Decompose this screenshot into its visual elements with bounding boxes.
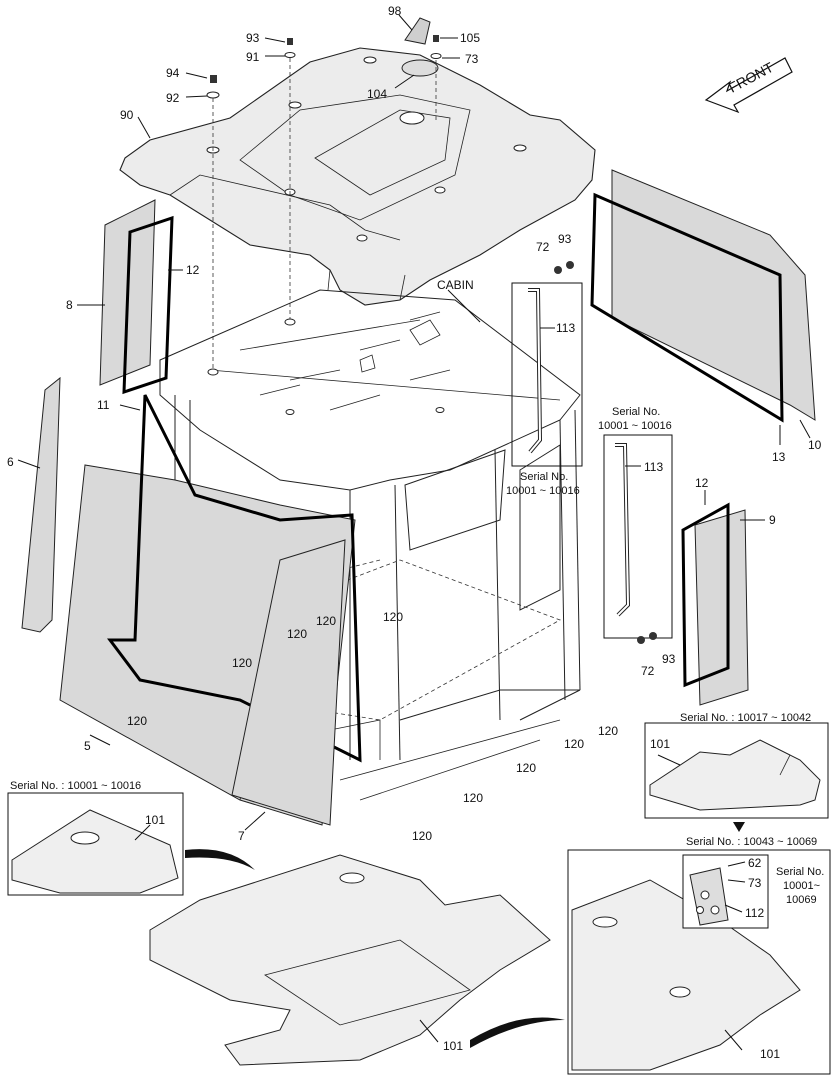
label-101b: 101	[145, 813, 165, 827]
label-101c: 101	[443, 1039, 463, 1053]
label-93c: 93	[662, 652, 676, 666]
label-112: 112	[745, 906, 764, 920]
label-72b: 72	[641, 664, 655, 678]
serial-bracket-1: Serial No.	[776, 866, 824, 878]
lower-windshield	[231, 539, 346, 826]
label-72a: 72	[536, 240, 550, 254]
door-glass	[681, 502, 749, 706]
front-arrow: FRONT	[704, 57, 793, 114]
label-120a: 120	[287, 627, 307, 641]
label-120j: 120	[412, 829, 432, 843]
roof-bolts	[206, 35, 442, 370]
antenna-mount	[401, 17, 439, 77]
label-98: 98	[388, 4, 402, 18]
label-8: 8	[66, 298, 73, 312]
label-73b: 73	[748, 876, 762, 890]
inset-floor-10043	[567, 849, 831, 1075]
label-90: 90	[120, 108, 134, 122]
serial-handrail-left-1: Serial No.	[520, 471, 568, 483]
label-120h: 120	[516, 761, 536, 775]
serial-bracket-3: 10069	[786, 894, 817, 906]
label-120i: 120	[463, 791, 483, 805]
callout-arrow-left	[185, 849, 255, 870]
label-101d: 101	[760, 1047, 780, 1061]
serial-handrail-left-2: 10001 ~ 10016	[506, 485, 580, 497]
label-cabin: CABIN	[437, 278, 474, 292]
narrow-glass	[21, 376, 61, 633]
serial-handrail-right-2: 10001 ~ 10016	[598, 420, 672, 432]
label-94: 94	[166, 66, 180, 80]
label-105: 105	[460, 31, 480, 45]
label-9: 9	[769, 513, 776, 527]
label-93b: 93	[558, 232, 572, 246]
label-120g: 120	[564, 737, 584, 751]
label-73a: 73	[465, 52, 479, 66]
bolt-93b	[566, 261, 574, 269]
serial-inset-top-right: Serial No. : 10017 ~ 10042	[680, 712, 811, 724]
label-91: 91	[246, 50, 260, 64]
label-62: 62	[748, 856, 762, 870]
inset-floor-10017	[644, 722, 829, 832]
label-113a: 113	[556, 321, 575, 335]
label-5: 5	[84, 739, 91, 753]
rear-glass	[590, 169, 816, 423]
label-120e: 120	[127, 714, 147, 728]
label-7: 7	[238, 829, 245, 843]
leader-lines	[17, 14, 811, 1051]
left-side-glass	[99, 199, 174, 395]
label-120b: 120	[316, 614, 336, 628]
serial-inset-bottom-right: Serial No. : 10043 ~ 10069	[686, 836, 817, 848]
label-13: 13	[772, 450, 786, 464]
label-12a: 12	[186, 263, 200, 277]
label-12b: 12	[695, 476, 709, 490]
bolt-93c	[649, 632, 657, 640]
label-11: 11	[97, 398, 110, 412]
label-6: 6	[7, 455, 14, 469]
bolt-72b	[637, 636, 645, 644]
label-113b: 113	[644, 460, 663, 474]
label-120f: 120	[598, 724, 618, 738]
handrail-left	[511, 282, 583, 467]
inset-floor-10001	[7, 792, 184, 896]
label-120c: 120	[383, 610, 403, 624]
label-93a: 93	[246, 31, 260, 45]
serial-handrail-right-1: Serial No.	[612, 406, 660, 418]
serial-bracket-2: 10001~	[783, 880, 820, 892]
label-104: 104	[367, 87, 387, 101]
label-92: 92	[166, 91, 180, 105]
handrail-right	[603, 434, 673, 639]
serial-inset-left: Serial No. : 10001 ~ 10016	[10, 780, 141, 792]
bolt-72a	[554, 266, 562, 274]
label-10: 10	[808, 438, 822, 452]
label-120d: 120	[232, 656, 252, 670]
callout-arrow-right	[470, 1017, 565, 1048]
roof-panel	[119, 47, 596, 306]
label-101a: 101	[650, 737, 670, 751]
floor-plate	[149, 854, 551, 1066]
labels: 98 93 91 105 73 94 92 104 90 12 8 72 93 …	[7, 4, 824, 1061]
